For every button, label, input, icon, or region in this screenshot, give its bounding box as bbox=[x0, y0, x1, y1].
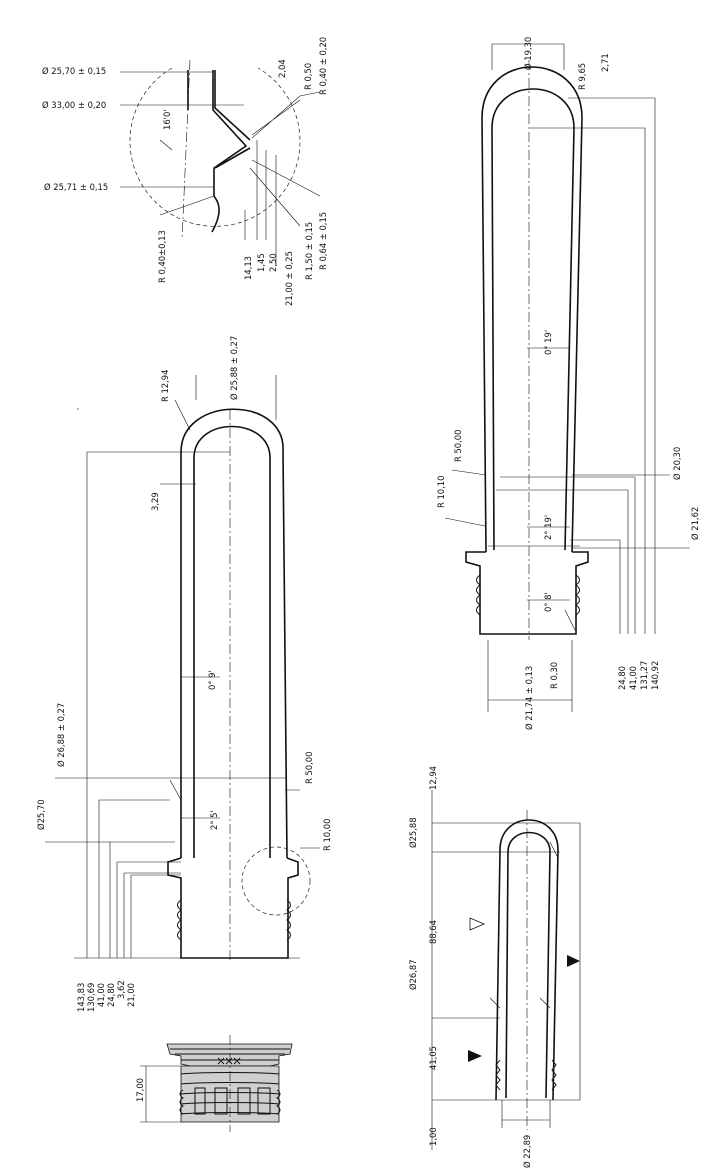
outline-triangle-icon bbox=[469, 917, 486, 931]
detail-v145: 1,45 bbox=[256, 253, 266, 272]
left-r-5000: R 50,00 bbox=[304, 752, 314, 784]
bottom-right-view: 12,94 Ø25,88 88,64 Ø26,87 41,05 1,00 Ø 2… bbox=[408, 766, 581, 1168]
right-height-1: 41,00 bbox=[628, 666, 638, 690]
left-d-mid: Ø 26,88 ± 0,27 bbox=[56, 703, 66, 767]
neck-xxxx-mark bbox=[217, 1057, 241, 1065]
br-preform-outer bbox=[495, 819, 559, 1101]
right-d-2030: Ø 20,30 bbox=[672, 447, 682, 480]
right-r-top: R 9,65 bbox=[577, 63, 587, 90]
detail-view: Ø 25,70 ± 0,15 Ø 33,00 ± 0,20 Ø 25,71 ± … bbox=[42, 37, 328, 306]
left-height-5: 21,00 bbox=[126, 983, 136, 1007]
right-dim-lines bbox=[444, 43, 690, 712]
right-d-top: Ø 19,30 bbox=[523, 37, 533, 70]
right-preform-inner bbox=[491, 88, 575, 551]
right-threads bbox=[476, 574, 580, 616]
right-neck bbox=[465, 551, 589, 635]
neck-flange bbox=[166, 1043, 293, 1067]
neck-thread-wraps bbox=[179, 1087, 281, 1115]
right-angle-mid: 2° 19' bbox=[543, 515, 553, 540]
detail-profile bbox=[187, 70, 251, 233]
left-height-3: 24,80 bbox=[106, 983, 116, 1007]
detail-centerline bbox=[181, 59, 191, 241]
br-d-2588: Ø25,88 bbox=[408, 817, 418, 848]
br-v100: 1,00 bbox=[428, 1127, 438, 1146]
left-r-top: R 12,94 bbox=[160, 370, 170, 402]
neck-dim-lines bbox=[140, 1065, 181, 1123]
neck-height: 17,00 bbox=[135, 1078, 145, 1102]
br-v4105: 41,05 bbox=[428, 1046, 438, 1070]
right-main-view: Ø 19,30 R 9,65 2,71 0° 19' R 50,00 R 10,… bbox=[436, 37, 700, 730]
left-angle-body: 0° 9' bbox=[207, 670, 217, 690]
br-v8864: 88,64 bbox=[428, 920, 438, 944]
detail-leaders bbox=[120, 71, 321, 265]
right-r-1010: R 10,10 bbox=[436, 476, 446, 508]
detail-d-low: Ø 25,71 ± 0,15 bbox=[44, 182, 108, 192]
right-d-2162: Ø 21,62 bbox=[690, 507, 700, 540]
left-v329: 3,29 bbox=[150, 492, 160, 511]
detail-angle: 16'0' bbox=[162, 109, 172, 130]
right-d-bottom: Ø 21,74 ± 0,13 bbox=[524, 666, 534, 730]
right-angle-upper: 0° 19' bbox=[543, 330, 553, 355]
left-angle-lower: 2° 5' bbox=[209, 810, 219, 830]
left-main-view: Ø 25,88 ± 0,27 R 12,94 3,29 0° 9' Ø 26,8… bbox=[36, 336, 332, 1012]
left-height-0: 143,83 bbox=[76, 983, 86, 1012]
left-threads bbox=[177, 899, 291, 941]
detail-v1413: 14,13 bbox=[243, 256, 253, 280]
detail-r040: R 0,40 ± 0,20 bbox=[318, 37, 328, 95]
right-height-2: 131,27 bbox=[639, 661, 649, 690]
br-d-2687: Ø26,87 bbox=[408, 959, 418, 990]
left-preform-inner bbox=[193, 425, 271, 858]
detail-r150: R 1,50 ± 0,15 bbox=[304, 222, 314, 280]
filled-triangle-icon bbox=[567, 955, 580, 967]
br-dim-lines bbox=[431, 790, 581, 1150]
left-d-2570: Ø25,70 bbox=[36, 799, 46, 830]
left-d-top: Ø 25,88 ± 0,27 bbox=[229, 336, 239, 400]
detail-r050: R 0,50 bbox=[303, 63, 313, 90]
br-d-2289: Ø 22,89 bbox=[522, 1135, 532, 1168]
detail-w204: 2,04 bbox=[277, 59, 287, 78]
right-angle-low: 0° 8' bbox=[543, 592, 553, 612]
right-v271: 2,71 bbox=[600, 53, 610, 72]
left-height-1: 130,69 bbox=[86, 983, 96, 1012]
right-height-0: 24,80 bbox=[617, 666, 627, 690]
detail-r064: R 0,64 ± 0,15 bbox=[318, 212, 328, 270]
left-preform-outer bbox=[180, 408, 288, 859]
detail-d-top: Ø 25,70 ± 0,15 bbox=[42, 66, 106, 76]
left-height-4: 3,62 bbox=[116, 980, 126, 999]
left-r-1000: R 10,00 bbox=[322, 819, 332, 851]
right-r-5000: R 50,00 bbox=[453, 430, 463, 462]
br-preform-inner bbox=[505, 831, 551, 1099]
left-height-2: 41,00 bbox=[96, 983, 106, 1007]
left-dim-lines bbox=[45, 375, 320, 959]
detail-v2100: 21,00 ± 0,25 bbox=[284, 251, 294, 306]
hatched-triangle-icon bbox=[468, 1050, 482, 1062]
right-preform-outer bbox=[481, 66, 583, 553]
right-height-3: 140,92 bbox=[650, 661, 660, 690]
detail-circle bbox=[129, 67, 301, 227]
br-v1294: 12,94 bbox=[428, 766, 438, 790]
detail-d-mid: Ø 33,00 ± 0,20 bbox=[42, 100, 106, 110]
detail-v250: 2,50 bbox=[268, 253, 278, 272]
left-detail-circle bbox=[241, 846, 311, 916]
right-r-030: R 0,30 bbox=[549, 662, 559, 689]
detail-r-low: R 0,40±0,13 bbox=[157, 230, 167, 283]
neck-view: 17,00 bbox=[135, 1035, 293, 1132]
br-threads bbox=[495, 1059, 557, 1091]
left-neck bbox=[167, 857, 299, 959]
